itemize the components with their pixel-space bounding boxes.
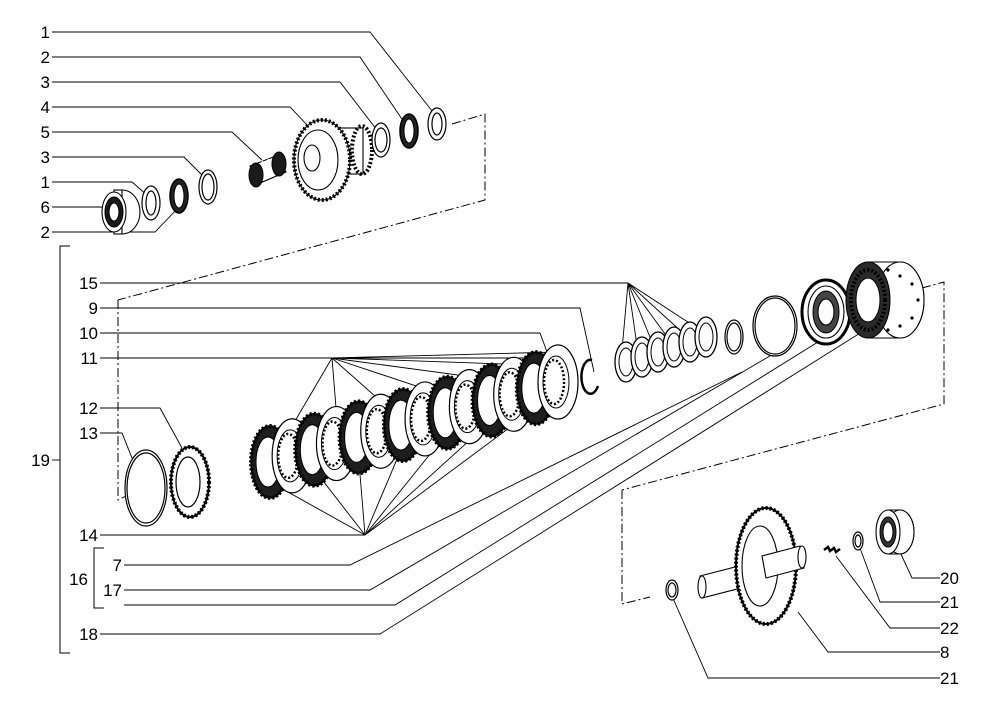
callout-1: 1 [41,23,50,42]
piston-16 [800,278,852,346]
callout-17: 17 [103,581,122,600]
long-leaders [100,329,866,635]
large-ring-7 [752,295,798,357]
callout-4: 4 [41,98,50,117]
ring-1b [141,185,161,221]
snap-ring-2b [169,178,189,214]
callout-13: 13 [79,424,98,443]
callout-18: 18 [79,625,98,644]
callout-3: 3 [41,148,50,167]
callout-19: 19 [31,451,50,470]
callout-2: 2 [41,48,50,67]
callout-20: 20 [940,569,959,588]
callout-15: 15 [79,274,98,293]
callout-12: 12 [79,399,98,418]
callout-8: 8 [940,643,949,662]
callout-7: 7 [113,556,122,575]
callout-1: 1 [41,173,50,192]
bracket-16 [93,547,104,609]
ring-21a [852,531,864,551]
bearing-20 [875,509,915,555]
callout-11: 11 [80,349,98,368]
callout-5: 5 [41,123,50,142]
callout-6: 6 [41,198,50,217]
ring-o [724,319,744,355]
bracket-19 [59,245,70,654]
ring-1a [427,107,447,141]
snap-ring-2a [399,113,419,149]
needle-bearing-5 [248,151,287,188]
washer-3a [371,122,391,158]
snap-ring-9 [580,358,600,395]
callout-2: 2 [41,223,50,242]
shaft-gear-8 [697,506,807,626]
middle-group-boundary [117,300,139,501]
spring-22 [823,545,841,554]
top-group-boundary [117,113,486,301]
callout-22: 22 [940,619,959,638]
top-group-leaders [52,31,437,233]
callout-16: 16 [69,570,88,589]
bottom-group-boundary [621,490,651,605]
clutch-drum-18 [845,261,925,339]
callout-21: 21 [940,669,959,688]
clutch-disc-12 [169,445,211,519]
callout-9: 9 [89,299,98,318]
callout-labels: 1 2 3 4 5 3 1 6 2 15 9 10 11 12 13 19 14… [31,23,959,688]
callout-14: 14 [79,526,98,545]
callout-3: 3 [41,73,50,92]
callout-10: 10 [79,324,98,343]
clutch-pack [249,344,579,500]
plates-15 [614,316,718,383]
ring-21b [665,579,679,601]
steel-disc [537,344,579,420]
snap-ring-13 [124,449,168,527]
gear-4 [292,118,374,202]
callout-21: 21 [940,593,959,612]
bearing-6 [101,189,141,235]
washer-3b [198,169,218,205]
plate-15 [694,316,718,358]
bottom-group-leaders [671,547,940,679]
